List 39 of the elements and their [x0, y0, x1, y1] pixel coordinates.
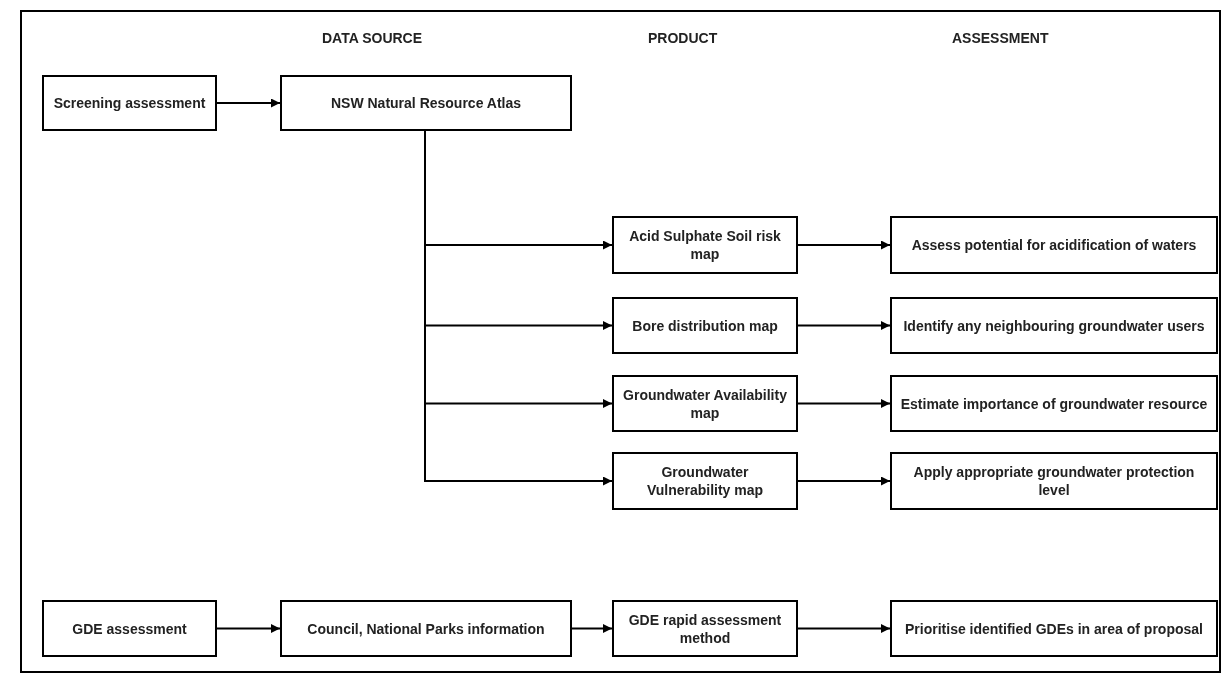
process-box — [890, 375, 1218, 432]
node-label: Apply appropriate groundwater protection level — [912, 463, 1196, 499]
process-box — [890, 297, 1218, 354]
node-label: Groundwater Vulnerability map — [645, 463, 765, 499]
process-box — [890, 452, 1218, 510]
process-box — [890, 600, 1218, 657]
node-label: Bore distribution map — [632, 316, 778, 335]
process-box — [612, 297, 798, 354]
node-label: GDE rapid assessment method — [627, 610, 783, 647]
process-box — [612, 216, 798, 274]
process-box — [280, 75, 572, 131]
node-label: Estimate importance of groundwater resource — [900, 394, 1208, 413]
process-box — [612, 375, 798, 432]
process-box — [280, 600, 572, 657]
node-label: Identify any neighbouring groundwater users — [903, 316, 1205, 335]
process-box — [612, 600, 798, 657]
arrow — [797, 399, 891, 408]
arrow — [216, 624, 281, 633]
column-heading: ASSESSMENT — [952, 30, 1049, 46]
arrow — [216, 98, 281, 108]
node-label: Screening assessment — [53, 94, 206, 112]
arrow — [797, 624, 891, 633]
node-label: NSW Natural Resource Atlas — [330, 94, 522, 112]
arrow — [797, 321, 891, 330]
arrow — [797, 476, 891, 486]
column-heading: PRODUCT — [648, 30, 718, 46]
arrow — [797, 240, 891, 250]
arrow — [571, 624, 613, 633]
process-box — [42, 600, 217, 657]
node-label: Prioritise identified GDEs in area of proposal — [905, 619, 1203, 638]
node-label: GDE assessment — [72, 619, 187, 638]
node-label: Acid Sulphate Soil risk map — [628, 227, 782, 263]
node-label: Assess potential for acidification of waters — [911, 236, 1197, 254]
process-box — [612, 452, 798, 510]
node-label: Council, National Parks information — [307, 619, 545, 638]
process-box — [890, 216, 1218, 274]
node-label: Groundwater Availability map — [622, 385, 788, 422]
column-heading: DATA SOURCE — [322, 30, 423, 46]
process-box — [42, 75, 217, 131]
